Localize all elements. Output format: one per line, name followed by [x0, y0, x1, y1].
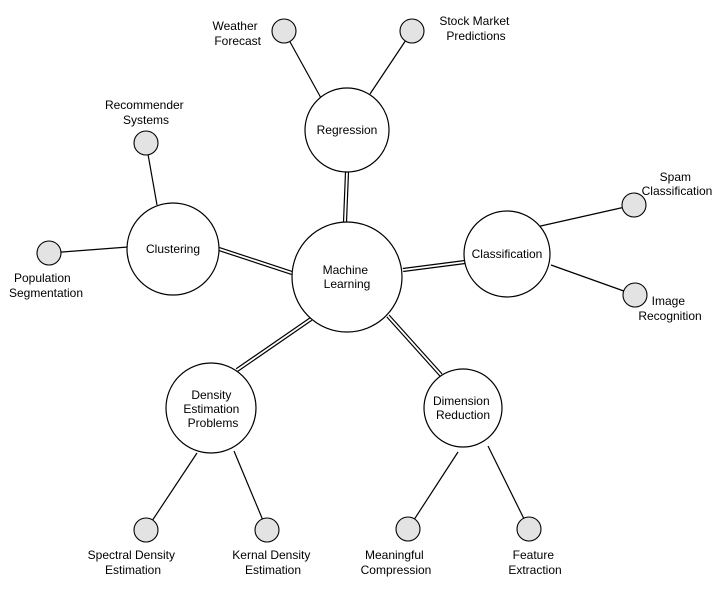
leaf-circle: [254, 517, 280, 543]
leaf-spectral-density-estimation: Spectral Density Estimation: [88, 517, 179, 577]
clustering-label: Clustering: [146, 242, 200, 256]
dimension-node: Dimension Reduction: [423, 368, 503, 448]
leaf-circle: [621, 192, 647, 218]
leaf-label-line-2: Compression: [361, 563, 432, 577]
leaf-label-line-1: Meaningful: [365, 548, 424, 562]
leaf-label-line-2: Segmentation: [9, 286, 83, 300]
leaf-label-line-2: Recognition: [638, 309, 701, 323]
leaf-label-line-2: Estimation: [105, 563, 161, 577]
leaf-stock-market-predictions: Stock Market Predictions: [399, 14, 512, 44]
edge-density-kernal: [233, 450, 268, 531]
edge-center-classification: [402, 259, 466, 273]
leaf-circle: [133, 130, 159, 156]
leaf-label-line-2: Predictions: [446, 29, 505, 43]
leaf-label-line-1: Kernal Density: [232, 548, 310, 562]
center-label: Machine Learning: [323, 263, 372, 291]
leaf-label-line-2: Systems: [123, 113, 169, 127]
dimension-label-line-1: Dimension: [433, 394, 490, 408]
leaf-label-line-1: Spam: [660, 170, 691, 184]
clustering-node: Clustering: [126, 202, 220, 296]
edge-regression-stock: [369, 30, 413, 95]
leaf-circle: [271, 18, 297, 44]
leaf-label-line-2: Estimation: [245, 563, 301, 577]
center-label-line-2: Learning: [324, 277, 371, 291]
edge-dimension-meaningful: [407, 451, 459, 530]
leaf-label: Feature Extraction: [508, 548, 561, 577]
clustering-circle: [126, 202, 220, 296]
dimension-label: Dimension Reduction: [433, 394, 493, 422]
leaf-label: Spectral Density Estimation: [88, 548, 179, 577]
edge-density-spectral: [145, 452, 198, 531]
leaf-label: Image Recognition: [638, 294, 701, 323]
leaf-image-recognition: Image Recognition: [622, 282, 702, 323]
edge-center-regression: [342, 171, 350, 223]
leaf-feature-extraction: Feature Extraction: [508, 516, 562, 577]
leaf-label-line-1: Stock Market: [439, 14, 510, 28]
leaf-circle: [36, 240, 62, 266]
leaf-label: Weather Forecast: [213, 19, 262, 48]
leaf-label-line-1: Weather: [213, 19, 258, 33]
leaf-label-line-1: Recommender: [105, 98, 184, 112]
category-edges: [218, 171, 466, 377]
edge-clustering-population: [48, 246, 129, 254]
regression-node: Regression: [304, 87, 390, 173]
leaf-label-line-1: Population: [14, 271, 71, 285]
center-label-line-1: Machine: [323, 263, 369, 277]
edge-center-dimension: [386, 314, 443, 377]
density-label: Density Estimation Problems: [183, 388, 242, 430]
leaf-label: Spam Classification: [642, 170, 713, 198]
leaf-circle: [133, 517, 159, 543]
dimension-circle: [423, 368, 503, 448]
leaf-label-line-2: Forecast: [214, 34, 261, 48]
classification-label: Classification: [472, 247, 543, 261]
density-label-line-1: Density: [191, 388, 231, 402]
leaf-label-line-2: Classification: [642, 184, 713, 198]
leaf-label: Stock Market Predictions: [439, 14, 512, 43]
dimension-label-line-2: Reduction: [436, 408, 490, 422]
leaf-circle: [622, 282, 648, 308]
leaf-population-segmentation: Population Segmentation: [9, 240, 83, 300]
edge-regression-weather: [283, 30, 322, 99]
leaf-label: Population Segmentation: [9, 271, 83, 300]
leaf-weather-forecast: Weather Forecast: [213, 18, 297, 48]
leaf-kernal-density-estimation: Kernal Density Estimation: [232, 517, 313, 577]
leaf-recommender-systems: Recommender Systems: [105, 98, 187, 156]
density-label-line-2: Estimation: [183, 402, 239, 416]
regression-label: Regression: [317, 123, 378, 137]
density-node: Density Estimation Problems: [165, 362, 257, 454]
leaf-circle: [395, 516, 421, 542]
leaf-label: Meaningful Compression: [361, 548, 432, 577]
leaf-label-line-1: Image: [652, 294, 686, 308]
density-circle: [165, 362, 257, 454]
leaf-spam-classification: Spam Classification: [621, 170, 713, 218]
leaf-label-line-1: Feature: [513, 548, 555, 562]
center-node: Machine Learning: [291, 221, 403, 333]
leaf-label: Recommender Systems: [105, 98, 187, 127]
density-label-line-3: Problems: [188, 416, 239, 430]
edge-center-clustering: [218, 247, 293, 275]
leaf-circle: [516, 516, 542, 542]
classification-node: Classification: [463, 210, 551, 298]
leaf-circle: [399, 18, 425, 44]
leaf-label-line-2: Extraction: [508, 563, 561, 577]
edge-classification-image: [550, 264, 636, 296]
leaf-meaningful-compression: Meaningful Compression: [361, 516, 432, 577]
edge-dimension-feature: [487, 445, 530, 530]
leaf-label-line-1: Spectral Density: [88, 548, 175, 562]
edge-center-density: [235, 317, 313, 372]
classification-circle: [463, 210, 551, 298]
leaf-label: Kernal Density Estimation: [232, 548, 313, 577]
center-circle: [291, 221, 403, 333]
regression-circle: [304, 87, 390, 173]
